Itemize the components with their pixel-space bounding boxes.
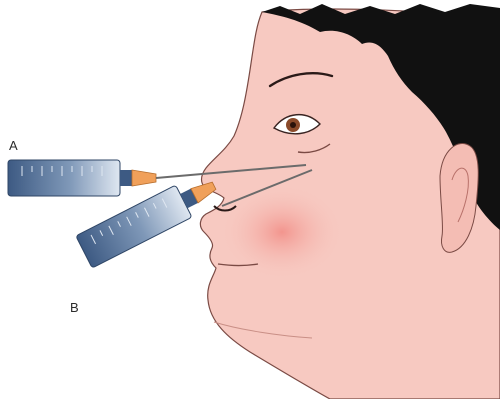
pupil	[290, 122, 296, 128]
syringe-a-barrel	[8, 160, 120, 196]
syringe-a-hub	[132, 170, 156, 186]
syringe-a-tip	[120, 170, 132, 186]
label-b: B	[70, 300, 79, 315]
label-a: A	[9, 138, 18, 153]
syringe-b-barrel	[76, 185, 192, 268]
